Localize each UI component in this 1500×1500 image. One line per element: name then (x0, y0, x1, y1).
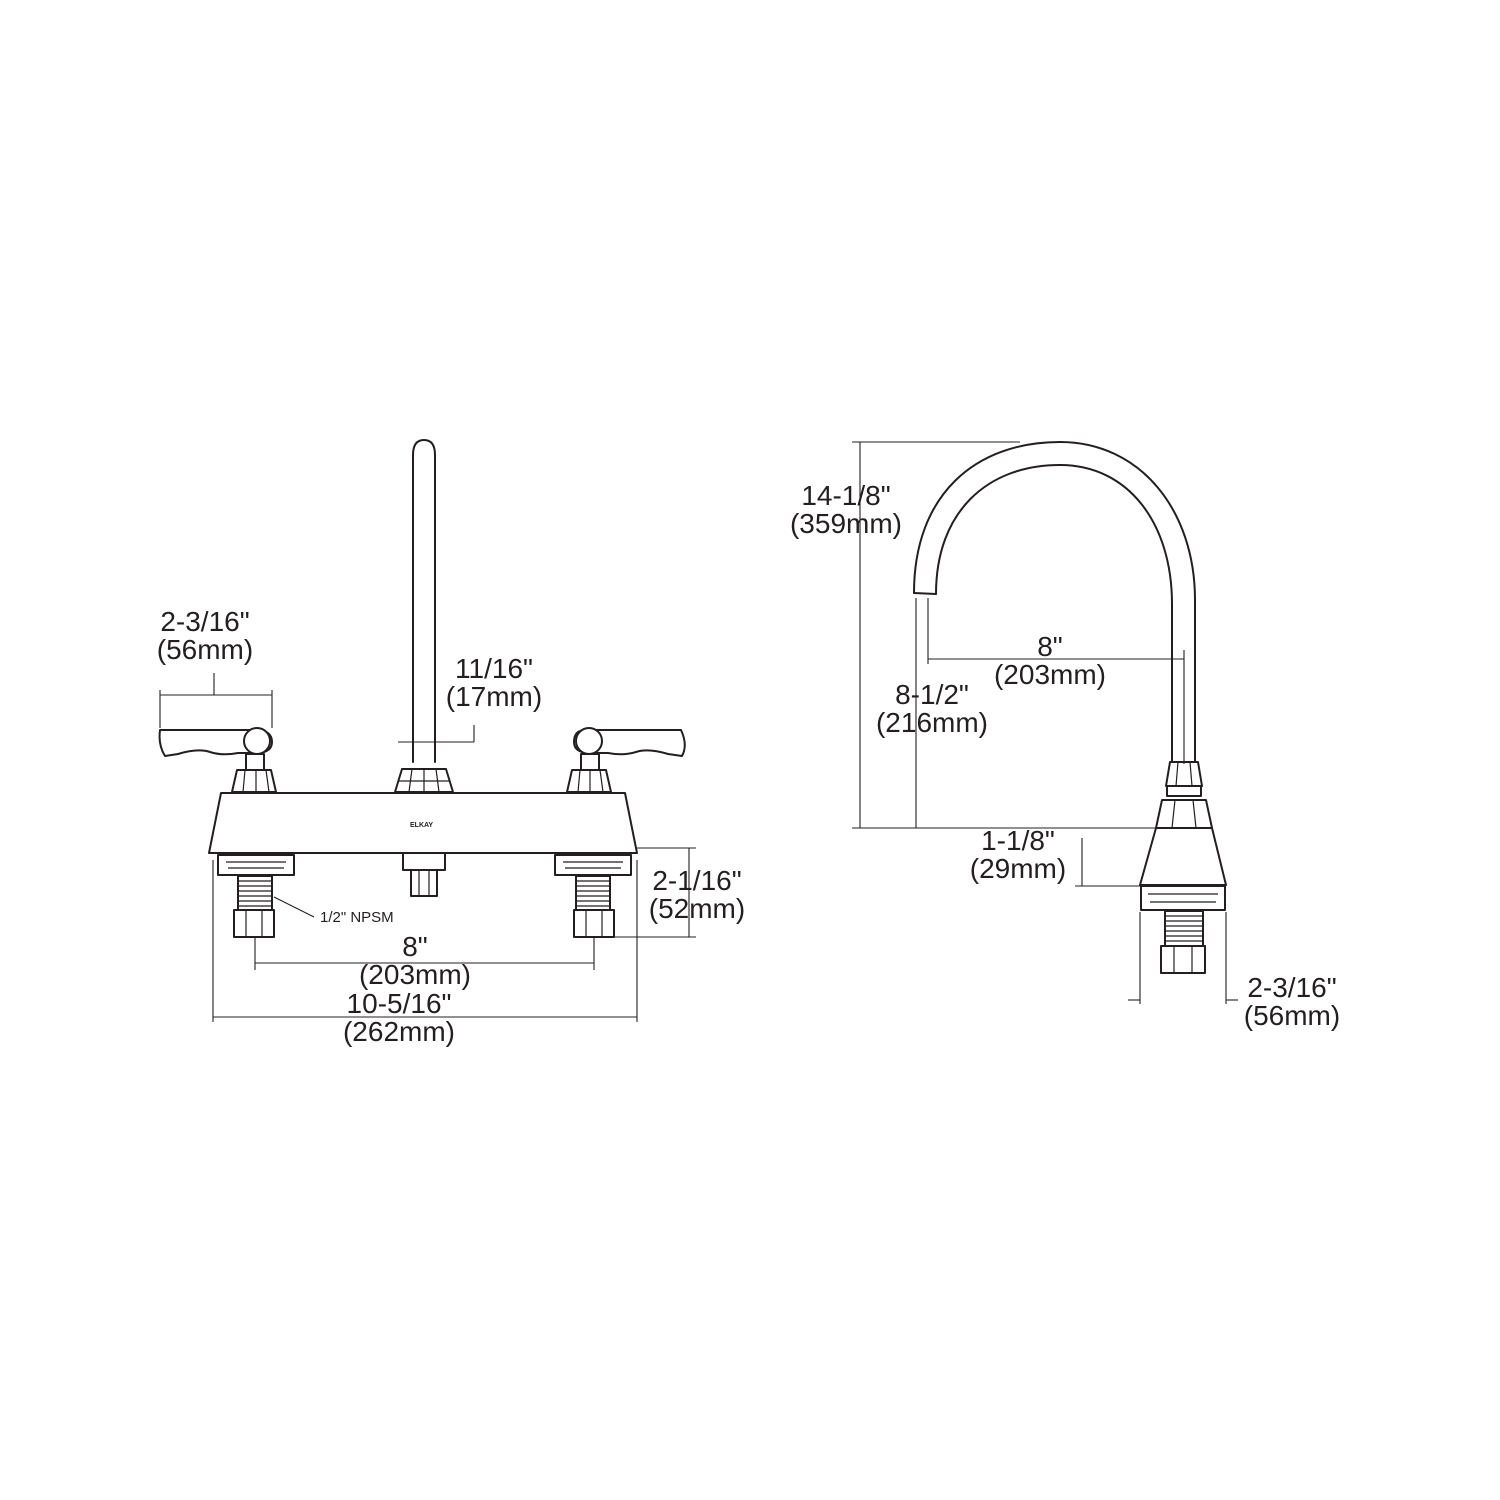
front-left-handle (158, 727, 277, 793)
front-left-bracket (217, 854, 295, 876)
dim-overall-height-in: 14-1/8" (801, 480, 890, 511)
dim-handle-width-mm: (56mm) (157, 634, 253, 665)
dim-overall-width: 10-5/16" (262mm) (212, 860, 638, 1047)
dim-spout-reach-in: 8" (1037, 631, 1063, 662)
thread-callout-text: 1/2" NPSM (320, 909, 394, 926)
dim-overall-width-mm: (262mm) (343, 1016, 455, 1047)
dim-deck-thickness-mm: (29mm) (970, 853, 1066, 884)
dim-spout-reach: 8" (203mm) (927, 598, 1185, 764)
dim-handle-width-in: 2-3/16" (160, 606, 249, 637)
dim-center-spacing-mm: (203mm) (359, 959, 471, 990)
dim-base-depth-in: 2-3/16" (1247, 972, 1336, 1003)
dim-deck-thickness-in: 1-1/8" (981, 825, 1055, 856)
dim-center-spacing-in: 8" (402, 931, 428, 962)
front-right-handle (566, 727, 686, 793)
front-spout (412, 439, 436, 763)
dim-spout-clearance-mm: (216mm) (876, 707, 988, 738)
dim-spout-reach-mm: (203mm) (994, 659, 1106, 690)
dim-shank-length: 2-1/16" (52mm) (614, 847, 745, 938)
side-shank (1160, 910, 1206, 974)
dim-spout-diameter: 11/16" (17mm) (398, 653, 542, 743)
front-left-shank (233, 875, 275, 938)
dim-overall-width-in: 10-5/16" (347, 988, 452, 1019)
front-deck-body: ELKAY (208, 792, 638, 854)
dim-overall-height-mm: (359mm) (790, 508, 902, 539)
side-gooseneck-spout (913, 441, 1196, 763)
dim-handle-width: 2-3/16" (56mm) (157, 606, 273, 728)
dim-deck-thickness: 1-1/8" (29mm) (970, 825, 1140, 887)
dim-base-depth-mm: (56mm) (1244, 1000, 1340, 1031)
side-view: 14-1/8" (359mm) 8-1/2" (216mm) 8" (203mm… (790, 441, 1340, 1031)
dim-shank-length-in: 2-1/16" (652, 865, 741, 896)
front-right-shank (573, 875, 615, 938)
dim-spout-clearance-in: 8-1/2" (895, 679, 969, 710)
front-right-bracket (554, 854, 632, 876)
dim-shank-length-mm: (52mm) (649, 893, 745, 924)
front-spout-nut (394, 768, 454, 793)
brand-logo: ELKAY (410, 822, 433, 829)
dim-spout-clearance: 8-1/2" (216mm) (876, 598, 988, 828)
dim-spout-diameter-in: 11/16" (455, 653, 533, 684)
dim-base-depth: 2-3/16" (56mm) (1128, 912, 1340, 1031)
side-spout-nut (1165, 761, 1203, 797)
front-center-shank (402, 852, 446, 897)
dim-spout-diameter-mm: (17mm) (446, 681, 542, 712)
thread-callout: 1/2" NPSM (273, 896, 394, 926)
side-base (1139, 799, 1227, 911)
dim-center-spacing: 8" (203mm) (254, 931, 595, 990)
front-view: ELKAY (157, 439, 745, 1047)
dim-overall-height: 14-1/8" (359mm) (790, 441, 1162, 829)
